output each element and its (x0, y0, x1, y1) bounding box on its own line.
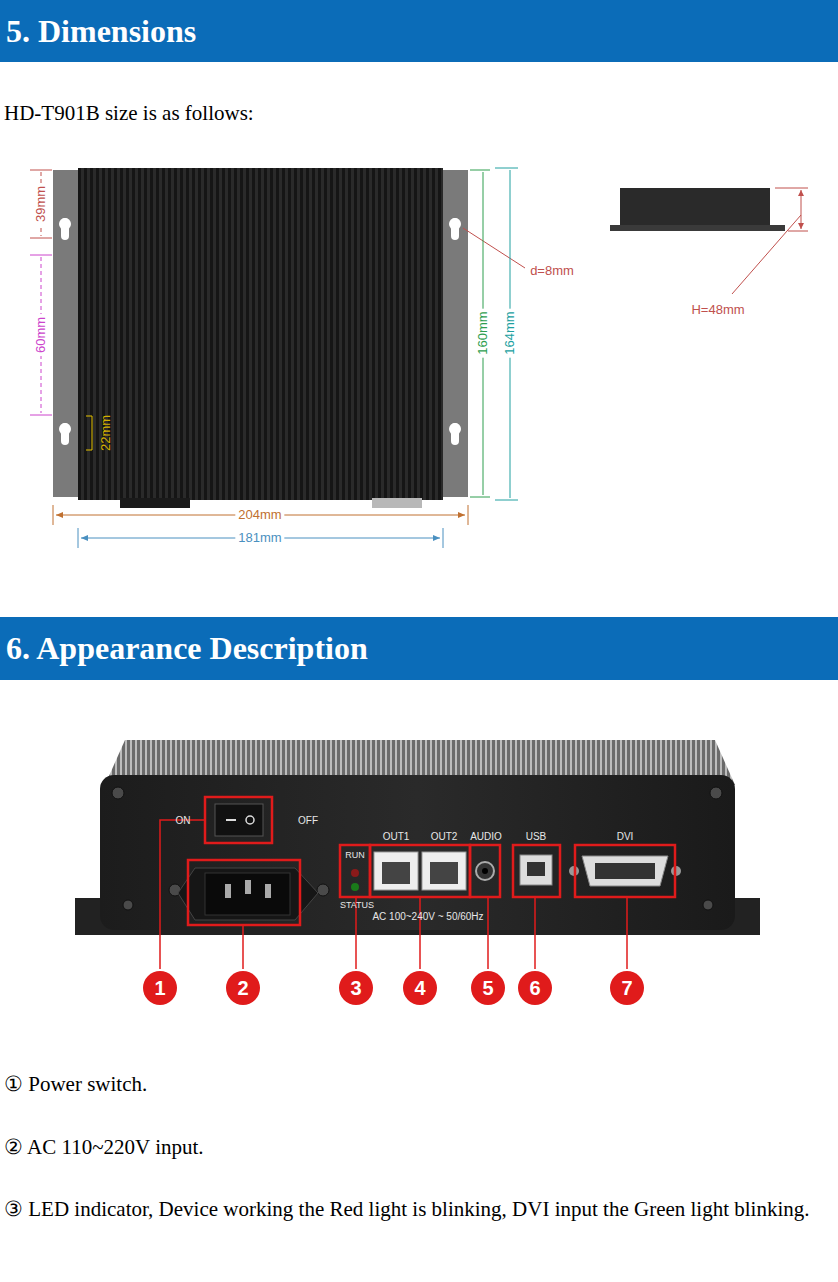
description-item: ② AC 110~220V input. (4, 1124, 834, 1170)
rj45-port (422, 852, 466, 890)
port-label: OUT2 (431, 831, 458, 842)
callout-number: 7 (621, 977, 632, 1000)
highlight-boxes (188, 797, 675, 925)
dimension-label: 39mm (34, 183, 48, 225)
callout-number: 4 (414, 977, 425, 1000)
mount-slots (59, 218, 461, 445)
port-label: AUDIO (470, 831, 502, 842)
callout-circle: 4 (403, 971, 437, 1005)
dimension-label: 181mm (235, 531, 284, 545)
dimension-lines (30, 168, 525, 548)
panel-marking: RUN (345, 851, 365, 861)
panel-marking: ON (176, 815, 191, 826)
port-label: OUT1 (383, 831, 410, 842)
rj45-port (374, 852, 418, 890)
dimension-label: 22mm (99, 415, 113, 451)
port-label: DVI (617, 831, 634, 842)
callout-circle: 1 (143, 971, 177, 1005)
dimension-label: 60mm (34, 314, 48, 356)
device-side-view (610, 188, 808, 294)
panel-marking: STATUS (340, 901, 374, 911)
callout-circle: 3 (339, 971, 373, 1005)
callout-circle: 2 (226, 971, 260, 1005)
section-heading: 5. Dimensions (6, 13, 196, 49)
housing (78, 168, 443, 500)
port-label: USB (526, 831, 547, 842)
device-top-view (53, 168, 468, 508)
panel-marking: AC 100~240V ~ 50/60Hz (372, 911, 483, 922)
leader-lines (160, 820, 627, 969)
dimension-label: d=8mm (530, 264, 574, 278)
section-heading: 6. Appearance Description (6, 630, 368, 666)
panel-marking: OFF (298, 815, 318, 826)
foot (372, 498, 422, 508)
dvi-port (582, 856, 668, 886)
description-item: ① Power switch. (4, 1061, 834, 1107)
dimension-label: 204mm (235, 508, 284, 522)
callout-circle: 6 (518, 971, 552, 1005)
intro-text: HD-T901B size is as follows: (4, 90, 254, 136)
callout-number: 3 (350, 977, 361, 1000)
dimension-label: H=48mm (691, 303, 744, 317)
section-header-band: 5. Dimensions (0, 0, 838, 62)
status-led (351, 883, 359, 891)
callout-circle: 5 (471, 971, 505, 1005)
callout-circle: 7 (610, 971, 644, 1005)
callout-number: 2 (237, 977, 248, 1000)
power-switch (215, 804, 263, 836)
foot (120, 498, 190, 508)
device-rear-view (75, 740, 760, 935)
dimension-label: 160mm (476, 308, 490, 357)
usb-port (520, 855, 552, 885)
flange (443, 170, 468, 497)
run-led (351, 869, 359, 877)
dimension-label: 164mm (503, 308, 517, 357)
audio-jack (476, 862, 494, 880)
callout-number: 1 (154, 977, 165, 1000)
flange (53, 170, 78, 497)
power-inlet (178, 868, 318, 920)
callout-number: 6 (529, 977, 540, 1000)
section-header-band: 6. Appearance Description (0, 617, 838, 680)
callout-number: 5 (482, 977, 493, 1000)
rear-panel (100, 775, 735, 930)
description-item: ③ LED indicator, Device working the Red … (4, 1186, 834, 1232)
